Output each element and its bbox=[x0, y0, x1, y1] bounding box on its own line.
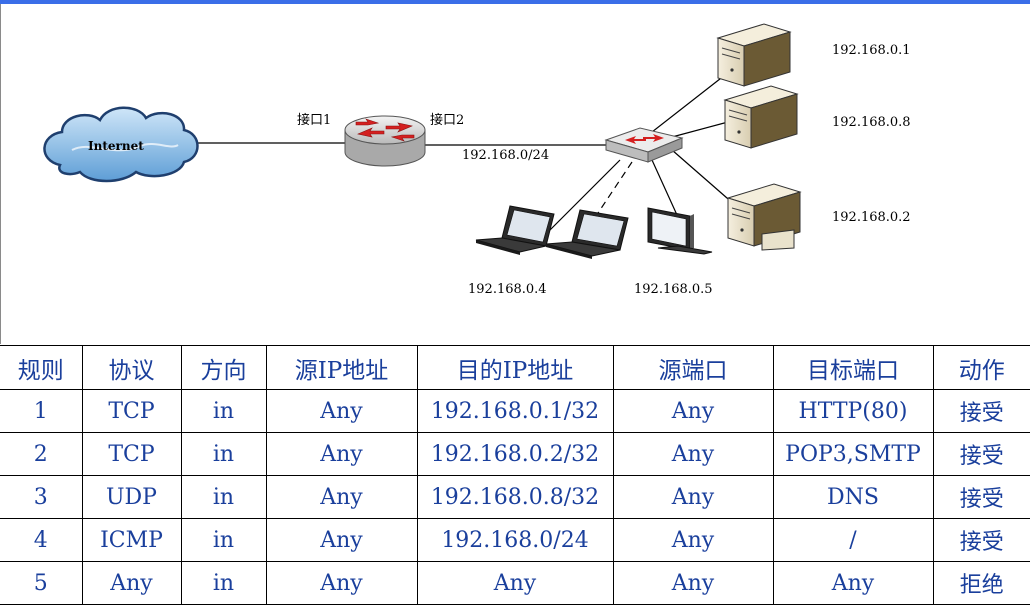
table-row: 5 Any in Any Any Any Any 拒绝 bbox=[0, 561, 1030, 605]
link-switch-server-8 bbox=[671, 121, 729, 138]
cell-action: 接受 bbox=[932, 389, 1030, 433]
cloud-icon: Internet bbox=[43, 106, 199, 183]
header-protocol: 协议 bbox=[81, 345, 182, 390]
table-row: 4 ICMP in Any 192.168.0/24 Any / 接受 bbox=[0, 518, 1030, 562]
header-rule: 规则 bbox=[0, 345, 83, 390]
server-8-label: 192.168.0.8 bbox=[832, 115, 911, 130]
link-switch-laptop-dashed bbox=[597, 161, 633, 214]
link-switch-server-1 bbox=[651, 74, 726, 133]
table-header-row: 规则 协议 方向 源IP地址 目的IP地址 源端口 目标端口 动作 bbox=[0, 345, 1030, 390]
cell-source-port: Any bbox=[612, 432, 774, 476]
cell-dest-ip: 192.168.0.8/32 bbox=[416, 475, 614, 519]
cell-action: 接受 bbox=[932, 432, 1030, 476]
header-source-ip: 源IP地址 bbox=[265, 345, 418, 390]
laptop-4-label: 192.168.0.4 bbox=[468, 282, 547, 297]
iface2-label: 接口2 bbox=[430, 112, 464, 128]
cell-direction: in bbox=[180, 389, 267, 433]
router-icon bbox=[344, 115, 426, 167]
monitor-icon bbox=[647, 207, 713, 255]
workstation-5-label: 192.168.0.5 bbox=[634, 282, 713, 297]
header-action: 动作 bbox=[932, 345, 1030, 390]
cell-protocol: ICMP bbox=[81, 518, 182, 562]
cell-source-ip: Any bbox=[265, 389, 418, 433]
cell-rule: 1 bbox=[0, 389, 83, 433]
cell-dest-port: Any bbox=[772, 561, 934, 605]
cell-dest-ip: 192.168.0.2/32 bbox=[416, 432, 614, 476]
server-1-label: 192.168.0.1 bbox=[832, 43, 911, 58]
top-accent-bar bbox=[0, 0, 1030, 4]
cell-protocol: Any bbox=[81, 561, 182, 605]
cell-direction: in bbox=[180, 561, 267, 605]
table-row: 3 UDP in Any 192.168.0.8/32 Any DNS 接受 bbox=[0, 475, 1030, 519]
cell-protocol: TCP bbox=[81, 432, 182, 476]
links bbox=[198, 74, 736, 249]
cell-dest-port: DNS bbox=[772, 475, 934, 519]
network-diagram: Internet 接口1 接口2 192.168.0/24 192.168.0.… bbox=[43, 23, 911, 297]
server-2-label: 192.168.0.2 bbox=[832, 210, 911, 225]
cell-rule: 3 bbox=[0, 475, 83, 519]
cell-rule: 2 bbox=[0, 432, 83, 476]
cell-action: 拒绝 bbox=[932, 561, 1030, 605]
subnet-label: 192.168.0/24 bbox=[462, 148, 549, 163]
cell-protocol: UDP bbox=[81, 475, 182, 519]
cell-source-port: Any bbox=[612, 561, 774, 605]
cell-source-ip: Any bbox=[265, 432, 418, 476]
cell-rule: 4 bbox=[0, 518, 83, 562]
header-direction: 方向 bbox=[180, 345, 267, 390]
cell-direction: in bbox=[180, 432, 267, 476]
cell-dest-port: POP3,SMTP bbox=[772, 432, 934, 476]
cell-source-port: Any bbox=[612, 518, 774, 562]
switch-icon bbox=[604, 127, 684, 163]
table-row: 1 TCP in Any 192.168.0.1/32 Any HTTP(80)… bbox=[0, 389, 1030, 433]
server-1-icon bbox=[716, 23, 792, 87]
cloud-label: Internet bbox=[88, 139, 144, 153]
cell-direction: in bbox=[180, 475, 267, 519]
cell-direction: in bbox=[180, 518, 267, 562]
link-switch-server-2 bbox=[671, 149, 736, 206]
cell-action: 接受 bbox=[932, 475, 1030, 519]
cell-rule: 5 bbox=[0, 561, 83, 605]
cell-dest-ip: 192.168.0/24 bbox=[416, 518, 614, 562]
cell-source-ip: Any bbox=[265, 475, 418, 519]
cell-dest-ip: 192.168.0.1/32 bbox=[416, 389, 614, 433]
laptop-icon bbox=[475, 205, 629, 259]
table-row: 2 TCP in Any 192.168.0.2/32 Any POP3,SMT… bbox=[0, 432, 1030, 476]
cell-source-ip: Any bbox=[265, 561, 418, 605]
cell-protocol: TCP bbox=[81, 389, 182, 433]
cell-source-port: Any bbox=[612, 389, 774, 433]
server-2-icon bbox=[726, 183, 802, 251]
cell-dest-ip: Any bbox=[416, 561, 614, 605]
link-switch-laptop-solid bbox=[547, 159, 621, 233]
server-8-icon bbox=[723, 85, 799, 149]
header-dest-port: 目标端口 bbox=[772, 345, 934, 390]
header-source-port: 源端口 bbox=[612, 345, 774, 390]
cell-dest-port: HTTP(80) bbox=[772, 389, 934, 433]
iface1-label: 接口1 bbox=[297, 112, 331, 128]
cell-dest-port: / bbox=[772, 518, 934, 562]
left-border bbox=[0, 4, 1, 344]
cell-source-ip: Any bbox=[265, 518, 418, 562]
cell-source-port: Any bbox=[612, 475, 774, 519]
header-dest-ip: 目的IP地址 bbox=[416, 345, 614, 390]
firewall-rules-table: 规则 协议 方向 源IP地址 目的IP地址 源端口 目标端口 动作 1 TCP … bbox=[0, 345, 1030, 605]
cell-action: 接受 bbox=[932, 518, 1030, 562]
